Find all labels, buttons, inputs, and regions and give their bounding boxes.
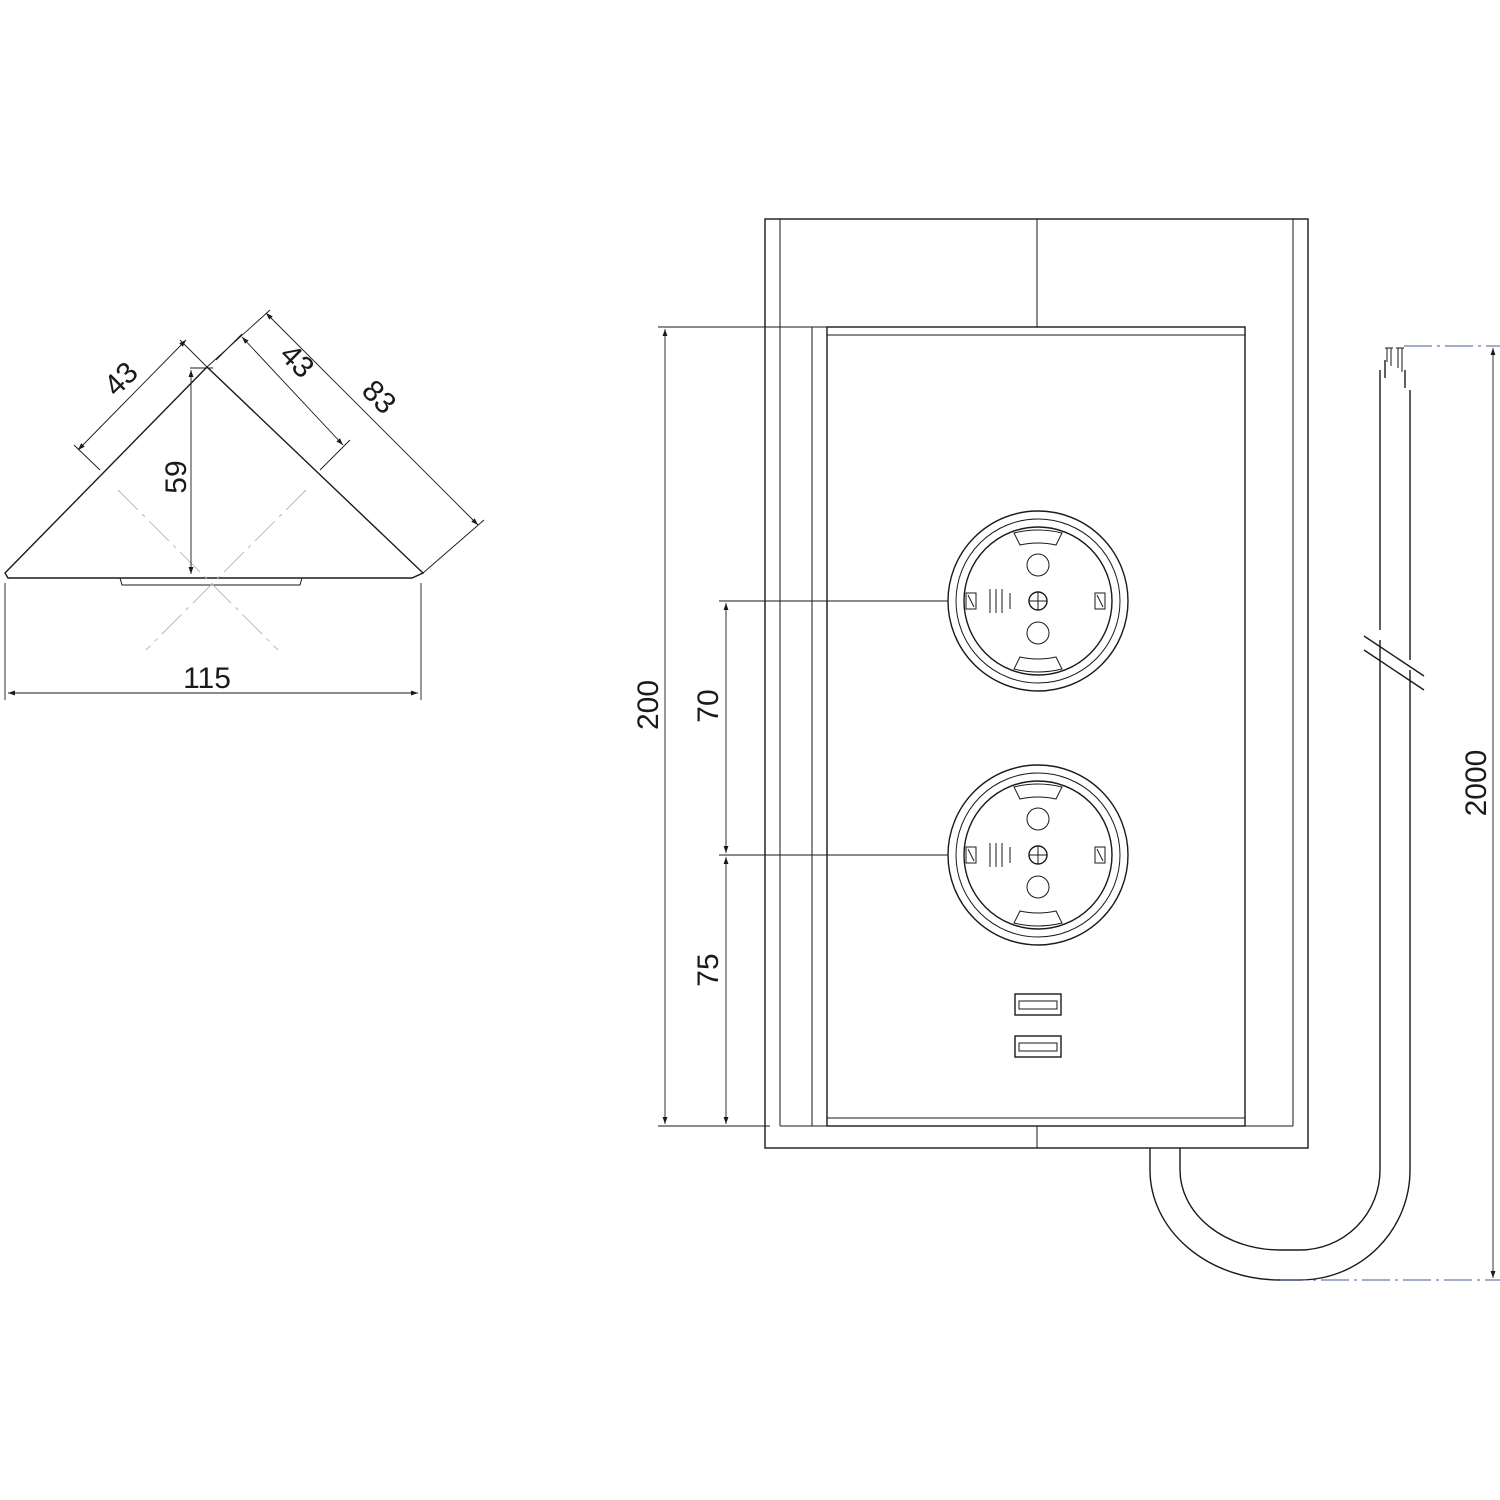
bottom-tab	[119, 577, 303, 586]
side-view: 115 59 43 43 83	[4, 309, 485, 700]
power-cable: 2000	[1149, 345, 1500, 1281]
dim-200-label: 200	[632, 680, 665, 730]
dim-2000-label: 2000	[1460, 750, 1493, 817]
socket-2	[947, 764, 1129, 946]
dim-75-label: 75	[692, 953, 725, 986]
dim-115-label: 115	[183, 662, 231, 695]
front-view: 200 70 75	[632, 218, 1309, 1149]
usb-port-1	[1014, 993, 1062, 1016]
dim-70-label: 70	[692, 689, 725, 722]
face-plate	[826, 326, 1246, 1127]
socket-1	[947, 510, 1129, 692]
dim-59-label: 59	[160, 460, 193, 493]
usb-port-2	[1014, 1035, 1062, 1058]
dim-43-left-label: 43	[98, 356, 145, 403]
dim-83-label: 83	[355, 374, 402, 421]
